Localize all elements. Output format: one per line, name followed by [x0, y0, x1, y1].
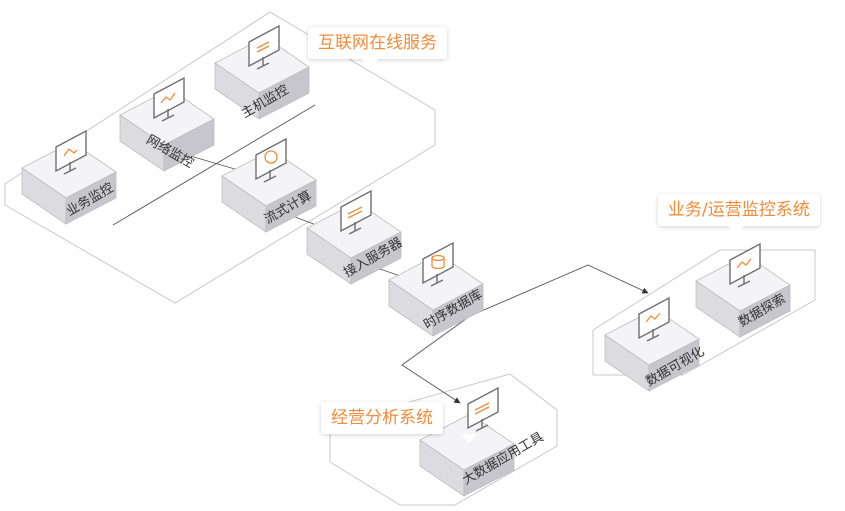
- link-tsdb-to-tools: [401, 315, 471, 404]
- server-glyph-icon: [347, 206, 363, 219]
- node-stream-compute[interactable]: 流式计算: [221, 138, 317, 233]
- zone-analysis: [329, 373, 558, 506]
- node-business-monitor[interactable]: 业务监控: [21, 130, 117, 225]
- link-tsdb-to-visual: [469, 264, 649, 317]
- node-data-exploration[interactable]: 数据探索: [695, 243, 791, 338]
- node-access-server[interactable]: 接入服务器: [306, 190, 405, 285]
- server-glyph-icon: [256, 41, 270, 53]
- group-label-analysis: 经营分析系统: [321, 402, 477, 443]
- image-glyph-icon: [63, 148, 78, 157]
- node-timeseries-db[interactable]: 时序数据库: [388, 242, 485, 337]
- group-label-internet: 互联网在线服务: [308, 27, 447, 68]
- zone-business: [592, 249, 816, 376]
- group-label-business: 业务/运营监控系统: [658, 194, 820, 235]
- server-glyph-icon: [474, 402, 490, 415]
- node-network-monitor[interactable]: 网络监控: [119, 77, 215, 171]
- chart-glyph-icon: [160, 92, 176, 104]
- chart-glyph-icon: [645, 312, 661, 323]
- node-host-monitor[interactable]: 主机监控: [214, 25, 310, 121]
- chart-glyph-icon: [736, 258, 752, 269]
- zone-internet: [4, 11, 436, 304]
- node-data-visualization[interactable]: 数据可视化: [604, 297, 707, 392]
- cycle-glyph-icon: [264, 150, 278, 164]
- link-monitors-to-stream: [112, 104, 316, 226]
